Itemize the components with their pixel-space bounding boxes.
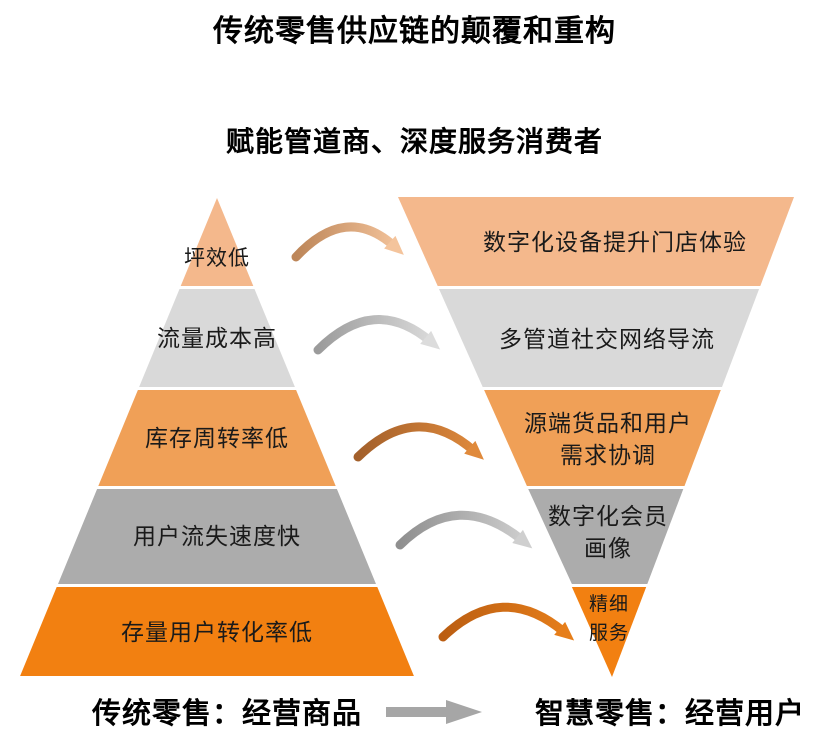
right-pyramid-layer-5 [571, 587, 647, 677]
left-pyramid-layer-5 [20, 587, 414, 676]
page-subtitle: 赋能管道商、深度服务消费者 [225, 126, 603, 157]
left-layer-5-label: 存量用户转化率低 [121, 619, 313, 645]
footer-smart-retail-label: 智慧零售：经营用户 [534, 698, 805, 730]
left-layer-1-label: 坪效低 [184, 247, 250, 270]
left-pyramid-layer-1 [180, 198, 254, 286]
right-pyramid-layer-3 [484, 390, 721, 486]
left-layer-4-label: 用户流失速度快 [133, 523, 301, 549]
right-layer-5-label: 精细 服务 [588, 594, 629, 644]
left-layer-3-label: 库存周转率低 [145, 425, 289, 451]
curved-arrow-4-icon [395, 510, 533, 550]
right-pyramid-layer-2 [439, 289, 760, 387]
right-layer-2-label: 多管道社交网络导流 [499, 326, 715, 352]
right-pyramid-layer-4 [528, 489, 684, 584]
left-pyramid-layer-4 [58, 489, 376, 584]
curved-arrow-5-icon [438, 602, 575, 642]
right-layer-1-label: 数字化设备提升门店体验 [483, 229, 747, 255]
page-title: 传统零售供应链的颠覆和重构 [213, 15, 616, 48]
footer-traditional-retail-label: 传统零售：经营商品 [91, 698, 362, 730]
left-pyramid-layer-2 [139, 289, 295, 387]
curved-arrow-3-icon [353, 422, 484, 462]
left-layer-2-label: 流量成本高 [157, 325, 277, 351]
right-arrow-icon [386, 700, 482, 724]
left-pyramid-layer-3 [98, 390, 336, 486]
right-layer-3-label: 源端货品和用户 需求协调 [524, 410, 692, 468]
curved-arrow-1-icon [291, 222, 404, 262]
curved-arrow-2-icon [313, 315, 441, 355]
right-layer-4-label: 数字化会员 画像 [548, 503, 668, 561]
right-pyramid-layer-1 [398, 197, 794, 286]
